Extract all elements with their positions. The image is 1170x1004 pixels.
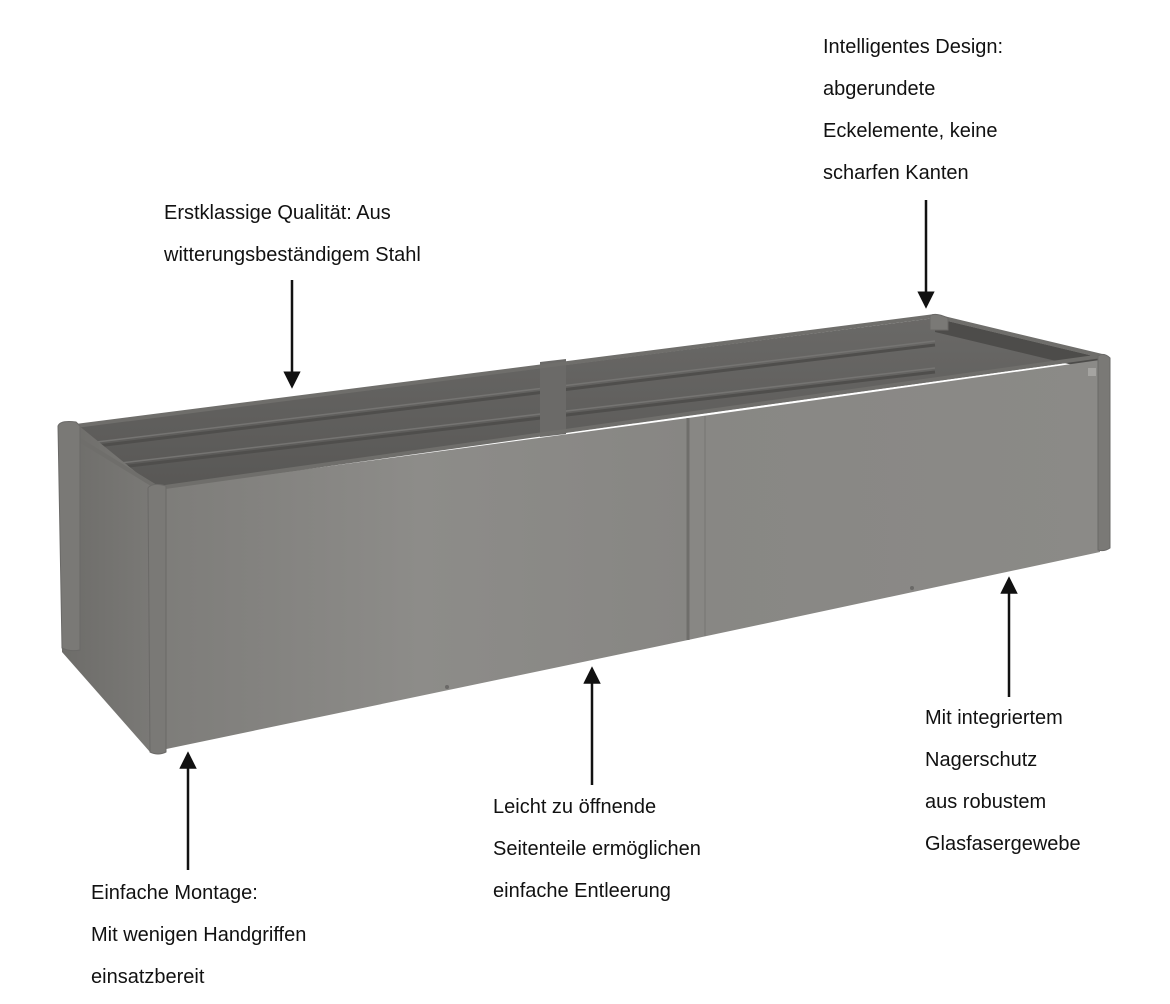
callout-quality: Erstklassige Qualität: Aus witterungsbes… — [164, 192, 421, 276]
callout-line: witterungsbeständigem Stahl — [164, 244, 421, 266]
callout-intelligent-design: Intelligentes Design: abgerundete Eckele… — [823, 26, 1003, 194]
callout-line: Mit integriertem — [925, 707, 1063, 729]
callout-arrows — [179, 200, 1018, 870]
callout-line: Seitenteile ermöglichen — [493, 838, 701, 860]
callout-line: scharfen Kanten — [823, 162, 969, 184]
callout-line: einfache Entleerung — [493, 880, 671, 902]
bed-middle-brace — [540, 359, 566, 437]
callout-line: Leicht zu öffnende — [493, 796, 657, 818]
callout-line: Eckelemente, keine — [823, 120, 998, 142]
callout-easy-assembly: Einfache Montage: Mit wenigen Handgriffe… — [91, 872, 306, 998]
bed-right-inner-side — [935, 318, 1102, 372]
bed-corner-posts — [57, 313, 1111, 755]
callout-line: Nagerschutz — [925, 749, 1038, 771]
bed-front-panel-left — [152, 418, 688, 752]
callout-line: Erstklassige Qualität: Aus — [164, 202, 391, 224]
bed-interior-back-wall — [70, 318, 1102, 490]
callout-side-panels: Leicht zu öffnende Seitenteile ermöglich… — [493, 786, 701, 912]
callout-line: Glasfasergewebe — [925, 833, 1081, 855]
callout-line: einsatzbereit — [91, 966, 205, 988]
bed-front-panel-right — [688, 360, 1100, 640]
callout-line: aus robustem — [925, 791, 1047, 813]
callout-line: Intelligentes Design: — [823, 36, 1004, 58]
callout-rodent-protection: Mit integriertem Nagerschutz aus robuste… — [925, 697, 1081, 865]
callout-line: Mit wenigen Handgriffen — [91, 924, 307, 946]
callout-line: abgerundete — [823, 78, 936, 100]
callout-line: Einfache Montage: — [91, 882, 258, 904]
bed-left-side — [60, 425, 158, 752]
